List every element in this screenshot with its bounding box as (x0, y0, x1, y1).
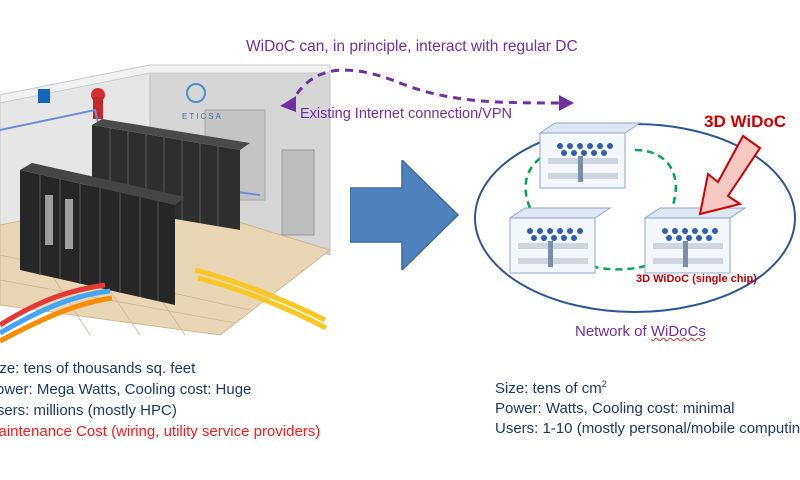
eticsa-logo-icon (186, 83, 206, 103)
widoc-users: Users: 1-10 (mostly personal/mobile comp… (495, 420, 800, 437)
datacenter-illustration: ETICSA (0, 64, 332, 344)
widoc-chip-right (643, 207, 747, 274)
widoc-specs: Size: tens of cm2 Power: Watts, Cooling … (495, 374, 800, 439)
widoc-chip-left (508, 207, 612, 274)
dc-size: Size: tens of thousands sq. feet (0, 360, 196, 377)
pointer-arrow-icon (698, 134, 762, 216)
network-label-word: WiDoCs (650, 323, 706, 340)
widoc-network-diagram (474, 122, 796, 313)
network-label: Network of WiDoCs (575, 323, 706, 340)
dc-power: Power: Mega Watts, Cooling cost: Huge (0, 381, 252, 398)
ceiling (0, 64, 331, 104)
yellow-cables (194, 267, 328, 331)
dc-users: Users: millions (mostly HPC) (0, 402, 177, 419)
fire-extinguisher-body (93, 97, 103, 119)
red-blue-cables (0, 282, 113, 344)
arrowhead-right-icon (559, 95, 574, 111)
datacenter-specs: Size: tens of thousands sq. feet Power: … (0, 358, 320, 442)
widoc-size: Size: tens of cm2 (495, 374, 800, 399)
widoc-big-label: 3D WiDoC (704, 112, 787, 131)
widoc-power: Power: Watts, Cooling cost: minimal (495, 400, 735, 417)
widoc-size-text: Size: tens of cm (495, 380, 602, 397)
dc-maintenance: Maintenance Cost (wiring, utility servic… (0, 423, 321, 440)
sub-caption: Existing Internet connection/VPN (300, 106, 512, 122)
arrowhead-left-icon (280, 96, 296, 112)
single-chip-label: 3D WiDoC (single chip) (636, 273, 757, 285)
door (281, 149, 315, 236)
widoc-chip-top (538, 122, 642, 189)
network-label-prefix: Network of (575, 323, 651, 340)
top-caption: WiDoC can, in principle, interact with r… (246, 38, 578, 55)
blue-box (38, 89, 50, 103)
wall-brand-text: ETICSA (182, 112, 223, 121)
widoc-size-sup: 2 (601, 379, 607, 389)
transition-arrow-icon (350, 160, 460, 270)
dashed-connection-arrow (280, 68, 574, 112)
rack-row-front (20, 163, 185, 305)
